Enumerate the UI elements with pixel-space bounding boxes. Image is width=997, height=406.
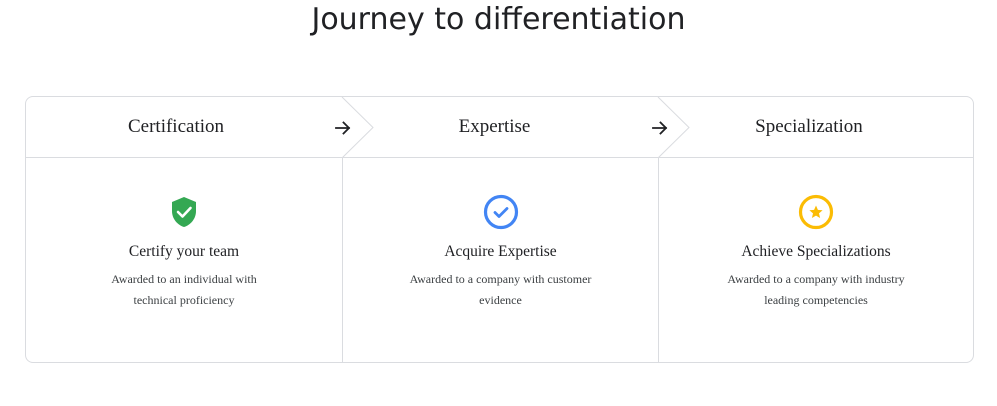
journey-card: Certification Expertise Specialization C… [25,96,974,363]
step-description: Awarded to a company with industry leadi… [727,272,905,307]
arrow-right-icon [652,121,668,135]
circle-star-icon [798,194,834,230]
step-heading: Achieve Specializations [741,243,891,260]
step-title-certification: Certification [127,116,225,137]
page-title: Journey to differentiation [311,2,686,37]
step-title-specialization: Specialization [755,116,863,137]
step-body-specialization: Achieve Specializations Awarded to a com… [659,158,973,363]
shield-check-icon [172,197,196,227]
step-body-certification: Certify your team Awarded to an individu… [26,158,342,363]
column-divider [658,158,659,362]
column-divider [342,158,343,362]
chevron-separator [657,96,690,159]
step-description: Awarded to an individual with technical … [111,272,257,307]
arrow-right-icon [335,121,351,135]
step-title-expertise: Expertise [458,116,531,137]
chevron-separator [341,96,374,159]
step-body-expertise: Acquire Expertise Awarded to a company w… [343,158,658,363]
circle-check-icon [483,194,518,230]
step-description: Awarded to a company with customer evide… [409,272,592,307]
header-divider [26,157,973,158]
step-heading: Certify your team [128,243,240,260]
step-heading: Acquire Expertise [444,243,557,260]
